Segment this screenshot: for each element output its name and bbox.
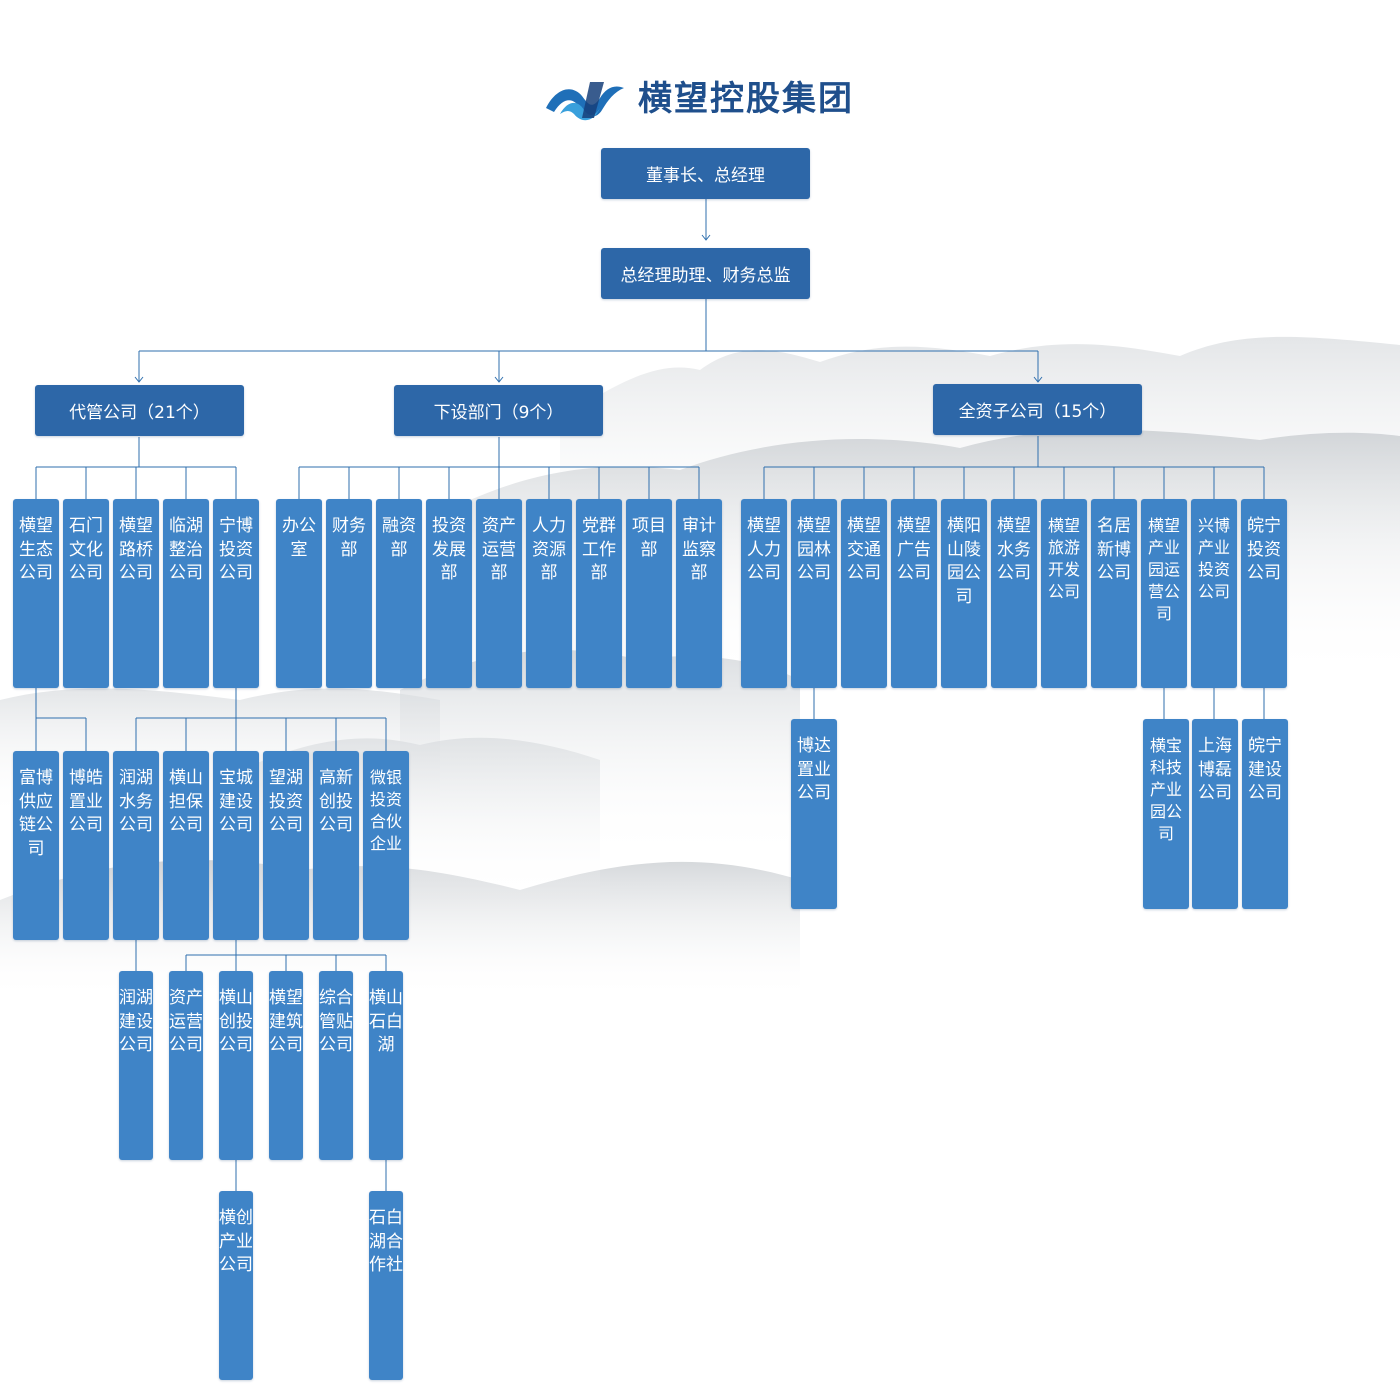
unit-2-6[interactable]: 横望旅游开发公司 xyxy=(1041,499,1087,688)
unit-2-10[interactable]: 皖宁投资公司 xyxy=(1241,499,1287,688)
unit-0-4[interactable]: 宁博投资公司 xyxy=(213,499,259,688)
unit-2-7[interactable]: 名居新博公司 xyxy=(1091,499,1137,688)
unit-1-8[interactable]: 审计监察部 xyxy=(676,499,722,688)
unit-1-0[interactable]: 办公室 xyxy=(276,499,322,688)
sub-0-1-4[interactable]: 高新创投公司 xyxy=(313,751,359,940)
arrow-head xyxy=(1033,376,1043,383)
unit-2-2[interactable]: 横望交通公司 xyxy=(841,499,887,688)
node-assistant[interactable]: 总经理助理、财务总监 xyxy=(601,248,810,299)
unit-1-1[interactable]: 财务部 xyxy=(326,499,372,688)
sub-0-1-1[interactable]: 横山担保公司 xyxy=(163,751,209,940)
branch-2[interactable]: 全资子公司（15个） xyxy=(933,384,1142,435)
unit-1-4[interactable]: 资产运营部 xyxy=(476,499,522,688)
sub-0-1-2[interactable]: 宝城建设公司 xyxy=(213,751,259,940)
branch-1[interactable]: 下设部门（9个） xyxy=(394,385,603,436)
unit-2-4[interactable]: 横阳山陵园公司 xyxy=(941,499,987,688)
unit-2-3[interactable]: 横望广告公司 xyxy=(891,499,937,688)
sub-2-3[interactable]: 皖宁建设公司 xyxy=(1242,719,1288,909)
subsub-0-0-0[interactable]: 润湖建设公司 xyxy=(119,971,153,1160)
branch-0[interactable]: 代管公司（21个） xyxy=(35,385,244,436)
subsub-0-1-1[interactable]: 横山创投公司 xyxy=(219,971,253,1160)
subsub-0-1-0[interactable]: 资产运营公司 xyxy=(169,971,203,1160)
subsub-0-1-2[interactable]: 横望建筑公司 xyxy=(269,971,303,1160)
sub-2-2[interactable]: 上海博磊公司 xyxy=(1192,719,1238,909)
sub-2-0[interactable]: 博达置业公司 xyxy=(791,719,837,909)
arrow-head xyxy=(134,376,144,383)
node-chairman[interactable]: 董事长、总经理 xyxy=(601,148,810,199)
level4-1[interactable]: 石白湖合作社 xyxy=(369,1191,403,1380)
unit-0-1[interactable]: 石门文化公司 xyxy=(63,499,109,688)
sub-0-1-5[interactable]: 微银投资合伙企业 xyxy=(363,751,409,940)
level4-0[interactable]: 横创产业公司 xyxy=(219,1191,253,1380)
sub-0-0-0[interactable]: 富博供应链公司 xyxy=(13,751,59,940)
sub-0-1-0[interactable]: 润湖水务公司 xyxy=(113,751,159,940)
unit-2-9[interactable]: 兴博产业投资公司 xyxy=(1191,499,1237,688)
unit-0-0[interactable]: 横望生态公司 xyxy=(13,499,59,688)
brand-name: 横望控股集团 xyxy=(638,79,854,119)
subsub-0-1-3[interactable]: 综合管贴公司 xyxy=(319,971,353,1160)
sub-0-0-1[interactable]: 博皓置业公司 xyxy=(63,751,109,940)
brand-header: 横望控股集团 xyxy=(542,76,872,122)
unit-2-5[interactable]: 横望水务公司 xyxy=(991,499,1037,688)
subsub-0-1-4[interactable]: 横山石白湖 xyxy=(369,971,403,1160)
unit-1-6[interactable]: 党群工作部 xyxy=(576,499,622,688)
unit-1-7[interactable]: 项目部 xyxy=(626,499,672,688)
unit-1-5[interactable]: 人力资源部 xyxy=(526,499,572,688)
arrow-head xyxy=(494,376,504,383)
arrow-head xyxy=(701,234,711,241)
unit-1-2[interactable]: 融资部 xyxy=(376,499,422,688)
unit-2-0[interactable]: 横望人力公司 xyxy=(741,499,787,688)
unit-1-3[interactable]: 投资发展部 xyxy=(426,499,472,688)
unit-0-2[interactable]: 横望路桥公司 xyxy=(113,499,159,688)
unit-2-1[interactable]: 横望园林公司 xyxy=(791,499,837,688)
unit-2-8[interactable]: 横望产业园运营公司 xyxy=(1141,499,1187,688)
sub-2-1[interactable]: 横宝科技产业园公司 xyxy=(1143,719,1189,909)
unit-0-3[interactable]: 临湖整治公司 xyxy=(163,499,209,688)
sub-0-1-3[interactable]: 望湖投资公司 xyxy=(263,751,309,940)
wave-logo-icon xyxy=(546,82,624,121)
